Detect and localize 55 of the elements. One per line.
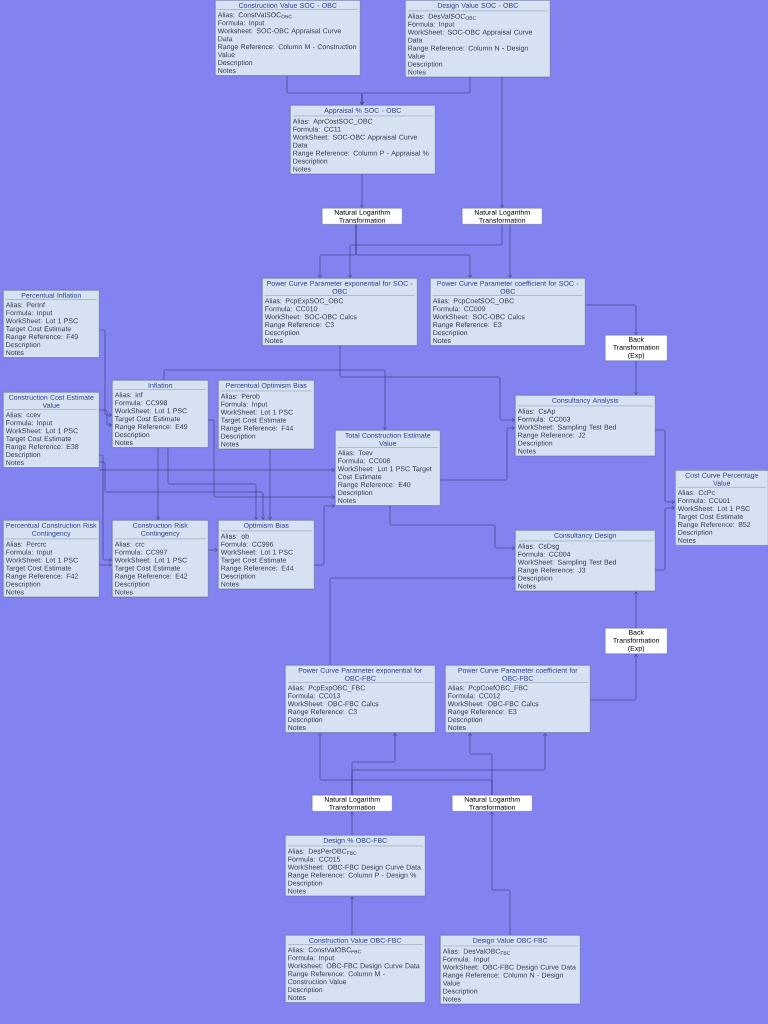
arrow <box>507 224 513 278</box>
arrow <box>314 503 335 566</box>
arrow <box>99 454 112 563</box>
arrow <box>155 447 161 520</box>
arrow <box>633 591 639 629</box>
arrow <box>167 447 259 520</box>
arrow <box>655 505 675 571</box>
arrow <box>339 345 515 423</box>
arrow <box>359 173 365 208</box>
arrow <box>349 896 355 936</box>
arrow <box>99 562 112 568</box>
arrow <box>655 429 675 505</box>
arrow <box>99 461 266 520</box>
entity-box <box>335 430 441 506</box>
arrow <box>440 425 515 481</box>
entity-box <box>285 835 426 897</box>
arrow <box>633 360 639 395</box>
arrow <box>347 224 503 278</box>
entity-box <box>3 520 100 598</box>
arrow <box>99 329 112 418</box>
arrow <box>163 369 388 430</box>
arrow <box>99 409 112 428</box>
entity-box <box>515 395 656 457</box>
entity-box <box>445 665 591 733</box>
entity-box <box>218 520 315 590</box>
entity-box <box>112 520 209 598</box>
arrow <box>267 448 273 520</box>
entity-box <box>430 278 586 346</box>
arrow <box>349 811 355 836</box>
entity-box <box>290 105 436 175</box>
entity-box <box>440 935 581 1005</box>
arrow <box>208 419 335 500</box>
arrow <box>351 733 548 796</box>
arrow <box>99 467 335 473</box>
arrow <box>329 575 515 666</box>
arrow <box>389 505 515 551</box>
arrow <box>585 304 639 335</box>
arrow <box>467 733 493 796</box>
arrow <box>590 654 639 701</box>
entity-box <box>262 278 418 346</box>
arrow <box>208 547 218 553</box>
entity-box <box>675 470 768 546</box>
arrow <box>489 811 511 936</box>
entity-box <box>218 380 315 450</box>
entity-box <box>405 0 551 78</box>
arrow <box>355 224 473 278</box>
entity-box <box>285 935 426 1003</box>
entity-box <box>215 0 361 76</box>
entity-box <box>3 392 100 468</box>
entity-box <box>112 380 209 448</box>
arrow <box>359 76 471 105</box>
entity-box <box>285 665 436 733</box>
entity-box <box>515 530 656 592</box>
arrow <box>499 76 505 208</box>
entity-box <box>3 290 100 358</box>
